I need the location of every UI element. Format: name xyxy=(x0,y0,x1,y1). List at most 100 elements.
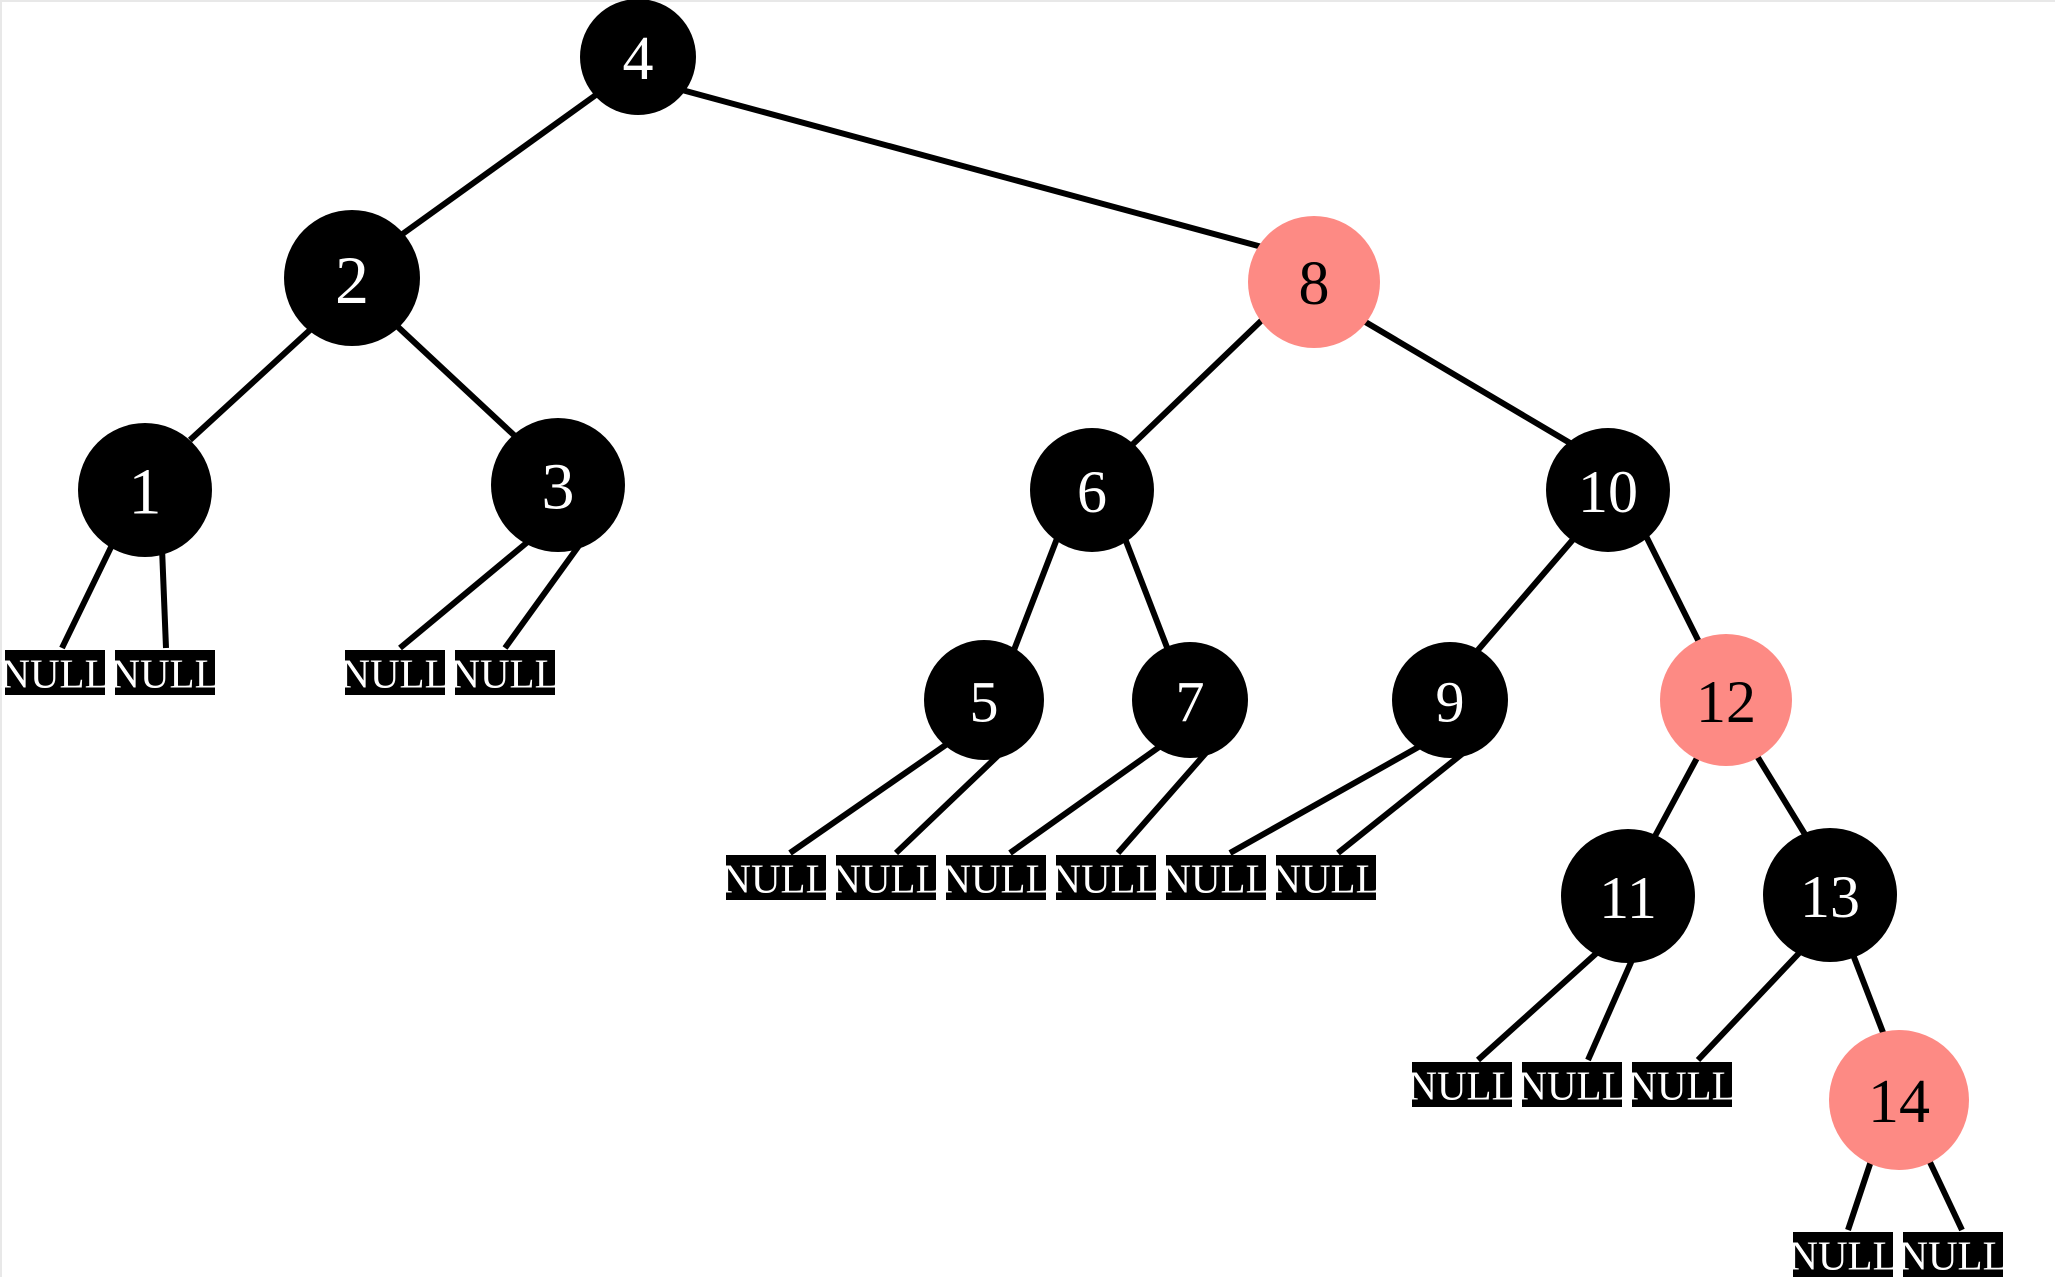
node-key-label: 1 xyxy=(129,456,162,529)
tree-edge xyxy=(1695,947,1805,1063)
tree-edge xyxy=(395,324,519,440)
tree-edge xyxy=(1641,530,1703,646)
tree-edge xyxy=(1129,317,1265,448)
tree-edge xyxy=(1925,1156,1965,1232)
node-key-label: 6 xyxy=(1077,459,1107,525)
tree-edge xyxy=(59,541,116,650)
null-leaf-rect xyxy=(455,650,555,695)
null-leaf-rect xyxy=(115,650,215,695)
tree-node-1: 1 xyxy=(78,423,212,557)
null-leaf-label: NULL xyxy=(1517,1063,1626,1109)
node-circle xyxy=(580,0,696,115)
null-leaf-rect xyxy=(1522,1062,1622,1107)
null-leaf-rect xyxy=(1793,1232,1893,1277)
tree-node-12: 12 xyxy=(1660,634,1792,766)
node-circle xyxy=(1660,634,1792,766)
null-leaf-label: NULL xyxy=(1271,856,1380,902)
tree-edge xyxy=(1475,534,1579,652)
tree-node-8: 8 xyxy=(1248,216,1380,348)
null-leaf-label: NULL xyxy=(1051,856,1160,902)
null-leaf-rect xyxy=(1903,1232,2003,1277)
null-leaf-label: NULL xyxy=(941,856,1050,902)
tree-edges-layer xyxy=(59,87,1965,1232)
node-circle xyxy=(491,418,625,552)
null-leaf-label: NULL xyxy=(831,856,940,902)
tree-node-14: 14 xyxy=(1829,1030,1969,1170)
node-key-label: 4 xyxy=(623,25,654,93)
tree-node-7: 7 xyxy=(1132,642,1248,758)
node-key-label: 12 xyxy=(1696,669,1756,735)
null-leaf-box: NULL xyxy=(1161,855,1271,902)
tree-node-9: 9 xyxy=(1392,642,1508,758)
node-key-label: 9 xyxy=(1436,670,1465,735)
node-circle xyxy=(1546,428,1670,552)
null-leaf-box: NULL xyxy=(1517,1062,1627,1109)
tree-edge xyxy=(502,538,586,650)
node-circle xyxy=(1248,216,1380,348)
null-leaf-box: NULL xyxy=(1788,1232,1898,1277)
node-circle xyxy=(1132,642,1248,758)
tree-edge xyxy=(1336,743,1474,856)
null-leaf-rect xyxy=(1166,855,1266,900)
tree-edge xyxy=(1475,947,1603,1063)
tree-edge xyxy=(1011,534,1061,652)
null-leaf-label: NULL xyxy=(110,651,219,697)
tree-edge xyxy=(388,89,602,246)
tree-edge xyxy=(1585,958,1635,1062)
tree-node-2: 2 xyxy=(284,210,420,346)
tree-edge xyxy=(1651,756,1700,840)
tree-edge xyxy=(1115,744,1215,855)
null-leaf-box: NULL xyxy=(1271,855,1381,902)
tree-node-13: 13 xyxy=(1763,828,1897,962)
null-leaf-box: NULL xyxy=(110,650,220,697)
tree-edge xyxy=(1008,742,1164,856)
tree-edge xyxy=(1121,534,1171,652)
null-leaf-rect xyxy=(1632,1062,1732,1107)
tree-node-10: 10 xyxy=(1546,428,1670,552)
node-circle xyxy=(284,210,420,346)
null-leaf-label: NULL xyxy=(1407,1063,1516,1109)
tree-edge xyxy=(187,327,313,443)
null-leaf-label: NULL xyxy=(1161,856,1270,902)
null-leaf-box: NULL xyxy=(1407,1062,1517,1109)
node-circle xyxy=(78,423,212,557)
tree-edge xyxy=(1849,950,1887,1037)
null-leaf-box: NULL xyxy=(450,650,560,697)
node-circle xyxy=(1030,428,1154,552)
node-key-label: 10 xyxy=(1578,459,1638,525)
tree-edge xyxy=(1845,1157,1875,1231)
null-leaf-box: NULL xyxy=(1898,1232,2008,1277)
null-leaf-label: NULL xyxy=(0,651,109,697)
tree-edge xyxy=(1360,317,1572,446)
tree-node-11: 11 xyxy=(1561,829,1695,963)
null-leaf-label: NULL xyxy=(450,651,559,697)
null-leaf-label: NULL xyxy=(721,856,830,902)
null-leaf-rect xyxy=(5,650,105,695)
node-circle xyxy=(1561,829,1695,963)
null-leaf-rect xyxy=(1056,855,1156,900)
null-leaf-rect xyxy=(946,855,1046,900)
tree-edge xyxy=(681,87,1263,250)
null-leaf-box: NULL xyxy=(721,855,831,902)
null-leaf-rect xyxy=(726,855,826,900)
null-leaf-box: NULL xyxy=(0,650,110,697)
null-leaf-box: NULL xyxy=(1051,855,1161,902)
null-leaf-rect xyxy=(1276,855,1376,900)
tree-edge xyxy=(788,739,952,856)
tree-edge xyxy=(1754,754,1809,838)
node-key-label: 13 xyxy=(1800,864,1860,930)
null-leaf-box: NULL xyxy=(340,650,450,697)
null-leaf-label: NULL xyxy=(340,651,449,697)
node-circle xyxy=(1763,828,1897,962)
tree-node-3: 3 xyxy=(491,418,625,552)
tree-node-4: 4 xyxy=(580,0,696,115)
null-leaf-rect xyxy=(836,855,936,900)
node-circle xyxy=(1392,642,1508,758)
null-leaf-label: NULL xyxy=(1898,1233,2007,1277)
node-key-label: 11 xyxy=(1599,865,1657,931)
node-key-label: 14 xyxy=(1868,1068,1930,1136)
null-leaf-box: NULL xyxy=(1627,1062,1737,1109)
